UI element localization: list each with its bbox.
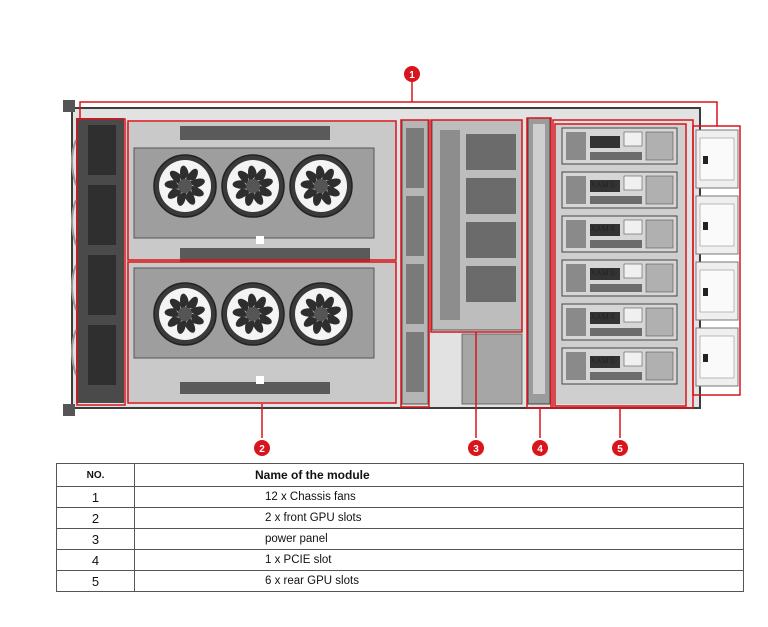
module-name: 12 x Chassis fans xyxy=(134,486,744,508)
callout-badge-5: 5 xyxy=(612,440,628,456)
table-row: 5 6 x rear GPU slots xyxy=(56,570,744,592)
callout-badge-1: 1 xyxy=(404,66,420,82)
highlight-rear-gpu xyxy=(554,123,687,407)
row-number: 3 xyxy=(56,528,135,550)
column-header-no: NO. xyxy=(56,463,135,487)
rear-gpu-slots: XAM E XAM E XAM E XAM E XAM E xyxy=(556,124,686,404)
server-chassis-diagram: XAM E XAM E XAM E XAM E XAM E 1 2 xyxy=(63,66,741,456)
highlight-rear-gpu-outer xyxy=(552,119,694,409)
row-number: 2 xyxy=(56,507,135,529)
highlight-chassis-fans-mid xyxy=(400,119,430,408)
callout-badge-2: 2 xyxy=(254,440,270,456)
module-name: 6 x rear GPU slots xyxy=(134,570,744,592)
svg-text:4: 4 xyxy=(537,444,543,455)
module-name: 1 x PCIE slot xyxy=(134,549,744,571)
column-header-name: Name of the module xyxy=(134,463,744,487)
gpu-fan-icon xyxy=(289,154,353,218)
highlight-front-gpu-bottom xyxy=(127,261,397,404)
row-number: 1 xyxy=(56,486,135,508)
highlight-front-gpu-top xyxy=(127,120,397,261)
row-number: 4 xyxy=(56,549,135,571)
table-header-row: NO. Name of the module xyxy=(56,463,744,487)
gpu-fan-icon xyxy=(221,282,285,346)
rack-ear-bottom xyxy=(63,404,75,416)
table-row: 1 12 x Chassis fans xyxy=(56,486,744,508)
svg-text:5: 5 xyxy=(617,444,623,455)
highlight-chassis-fans-front xyxy=(76,118,126,406)
rear-fan-bay xyxy=(695,129,739,387)
gpu-fan-icon xyxy=(289,282,353,346)
chassis-fan-column xyxy=(401,119,429,405)
front-fan-bay xyxy=(71,118,124,403)
gpu-fan-icon xyxy=(153,282,217,346)
power-panel-board xyxy=(431,119,523,405)
callout-badge-3: 3 xyxy=(468,440,484,456)
psu-label: XAM E xyxy=(590,180,616,189)
module-name: power panel xyxy=(134,528,744,550)
psu-label: XAM E xyxy=(590,312,616,321)
psu-label: XAM E xyxy=(590,224,616,233)
psu-label: XAM E xyxy=(590,356,616,365)
row-number: 5 xyxy=(56,570,135,592)
pcie-slot xyxy=(527,117,551,405)
rack-ear-top xyxy=(63,100,75,112)
callout-1-leader xyxy=(79,101,718,126)
gpu-fan-icon xyxy=(221,154,285,218)
svg-text:1: 1 xyxy=(409,70,415,81)
callout-badge-4: 4 xyxy=(532,440,548,456)
table-row: 2 2 x front GPU slots xyxy=(56,507,744,529)
module-name: 2 x front GPU slots xyxy=(134,507,744,529)
table-row: 3 power panel xyxy=(56,528,744,550)
svg-text:2: 2 xyxy=(259,444,265,455)
gpu-fan-icon xyxy=(153,154,217,218)
svg-text:3: 3 xyxy=(473,444,479,455)
table-row: 4 1 x PCIE slot xyxy=(56,549,744,571)
highlight-pcie-slot xyxy=(526,117,552,409)
psu-label: XAM E xyxy=(590,268,616,277)
module-table: NO. Name of the module 1 12 x Chassis fa… xyxy=(56,463,744,592)
